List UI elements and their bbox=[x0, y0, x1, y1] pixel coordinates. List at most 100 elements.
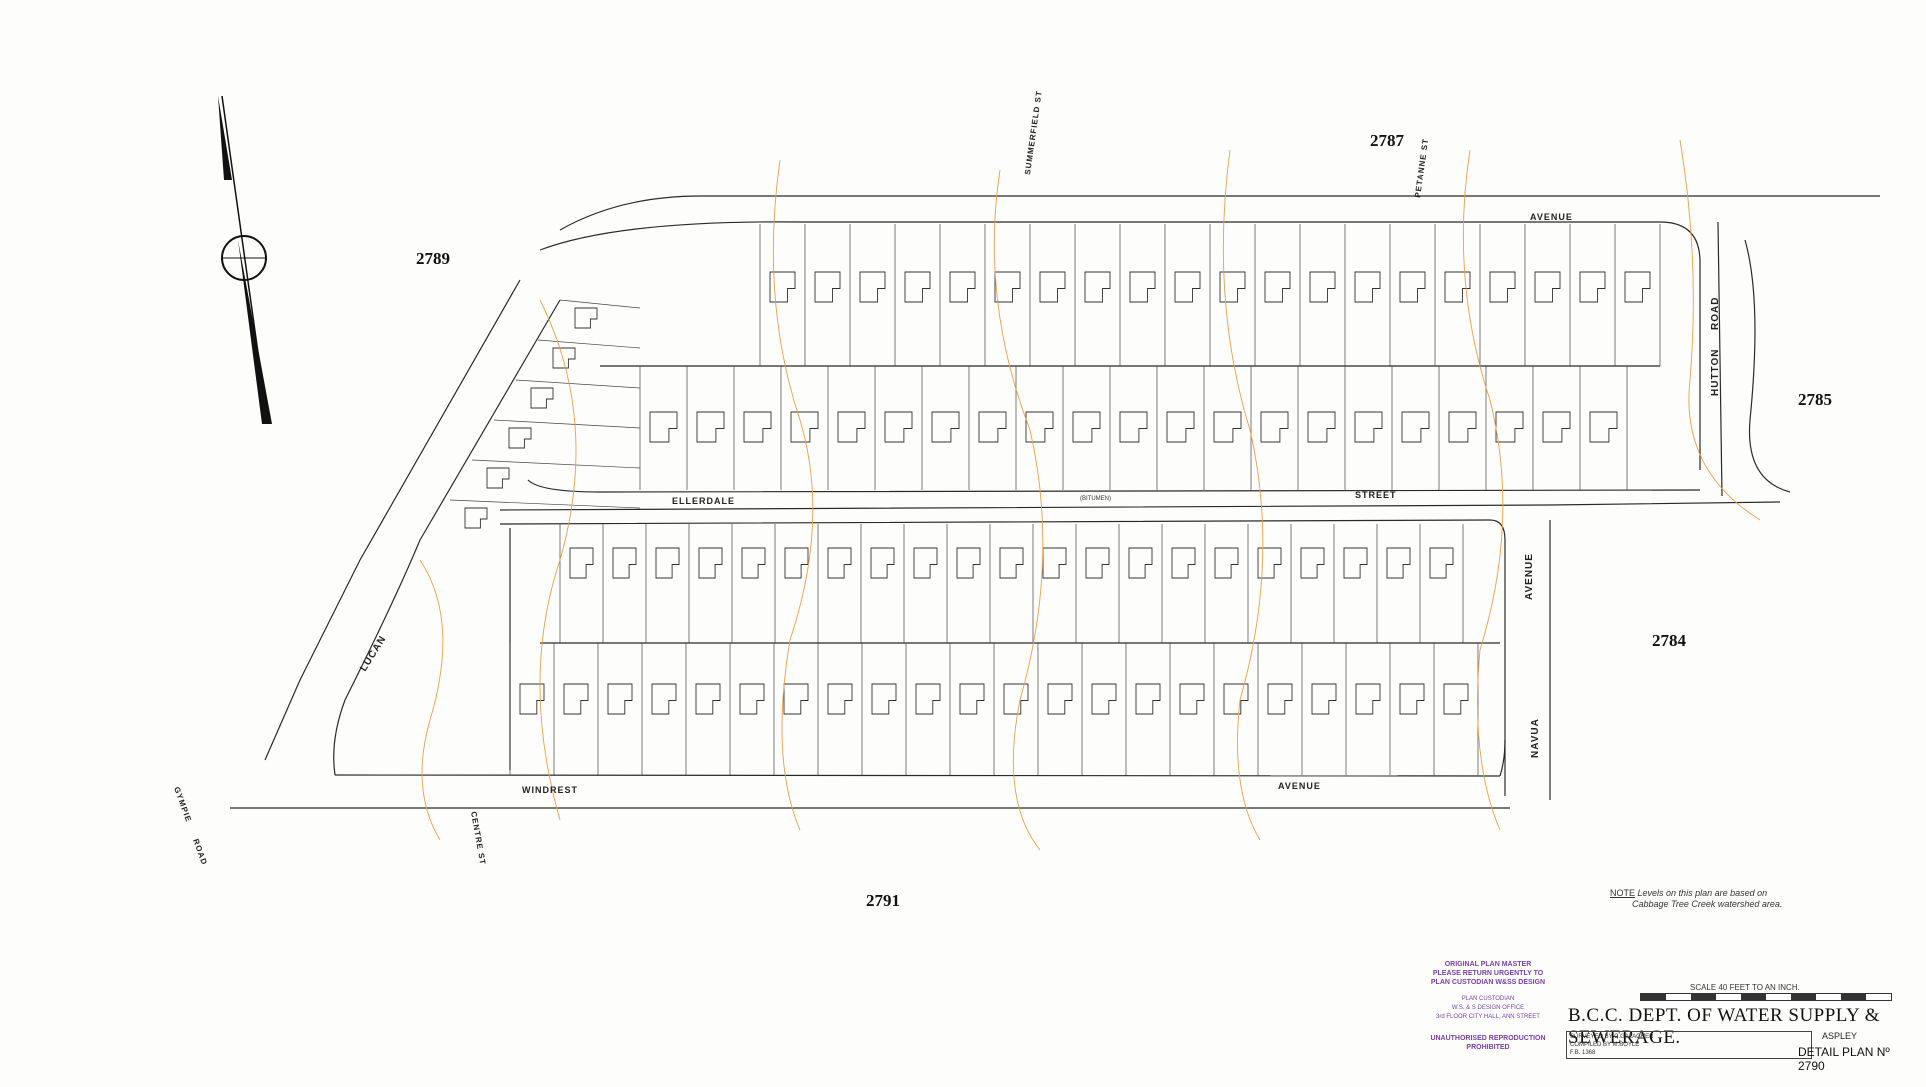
compiled-by: COMPILED BY M.BOYLE bbox=[1570, 1042, 1640, 1048]
house-footprint bbox=[1399, 271, 1426, 303]
house-footprint bbox=[1085, 547, 1110, 579]
surface-label: (BITUMEN) bbox=[1080, 496, 1111, 502]
lot-line bbox=[493, 419, 641, 429]
house-footprint bbox=[1355, 683, 1381, 715]
street-label-avenue-south: AVENUE bbox=[1278, 781, 1321, 791]
street-label-hutton: HUTTON bbox=[1710, 349, 1721, 396]
house-footprint bbox=[1354, 271, 1381, 303]
house-footprint bbox=[1171, 547, 1196, 579]
house-footprint bbox=[1443, 683, 1469, 715]
house-footprint bbox=[530, 387, 554, 409]
house-footprint bbox=[837, 411, 866, 443]
house-footprint bbox=[1213, 411, 1242, 443]
house-footprint bbox=[1084, 271, 1111, 303]
house-footprint bbox=[1257, 547, 1282, 579]
house-footprint bbox=[698, 547, 723, 579]
house-footprint bbox=[508, 427, 532, 449]
title-block: SCALE 40 FEET TO AN INCH. B.C.C. DEPT. O… bbox=[1560, 983, 1910, 1073]
house-footprint bbox=[870, 547, 895, 579]
house-footprint bbox=[574, 307, 598, 329]
house-footprint bbox=[1179, 683, 1205, 715]
house-footprint bbox=[956, 547, 981, 579]
house-footprint bbox=[696, 411, 725, 443]
house-footprint bbox=[1354, 411, 1383, 443]
house-footprint bbox=[814, 271, 841, 303]
stamp-line-1: ORIGINAL PLAN MASTER bbox=[1444, 961, 1532, 968]
house-footprint bbox=[743, 411, 772, 443]
house-footprint bbox=[607, 683, 633, 715]
lot-line bbox=[537, 339, 641, 349]
lot-line bbox=[449, 499, 641, 509]
stamp-line-6: 3rd FLOOR CITY HALL, ANN STREET bbox=[1436, 1014, 1540, 1020]
house-footprint bbox=[884, 411, 913, 443]
street-label-avenue-north: AVENUE bbox=[1530, 212, 1573, 222]
contour-lines bbox=[419, 139, 1761, 851]
house-footprint bbox=[1495, 411, 1524, 443]
lot-boundaries bbox=[449, 224, 1661, 775]
house-footprint bbox=[519, 683, 545, 715]
house-footprint bbox=[1025, 411, 1054, 443]
stamp-line-7: UNAUTHORISED REPRODUCTION PROHIBITED bbox=[1430, 1035, 1546, 1051]
house-footprint bbox=[904, 271, 931, 303]
house-footprint bbox=[1386, 547, 1411, 579]
house-footprint bbox=[783, 683, 809, 715]
house-footprint bbox=[790, 411, 819, 443]
house-footprint bbox=[1042, 547, 1067, 579]
house-footprint bbox=[1264, 271, 1291, 303]
house-footprint bbox=[999, 547, 1024, 579]
scale-bar bbox=[1640, 993, 1892, 1001]
house-footprints bbox=[464, 271, 1651, 715]
levels-note: NOTE Levels on this plan are based on Ca… bbox=[1610, 888, 1782, 910]
house-footprint bbox=[569, 547, 594, 579]
house-footprint bbox=[784, 547, 809, 579]
house-footprint bbox=[859, 271, 886, 303]
house-footprint bbox=[1343, 547, 1368, 579]
adjacent-plan-2784: 2784 bbox=[1652, 631, 1687, 650]
house-footprint bbox=[739, 683, 765, 715]
note-text-1: Levels on this plan are based on bbox=[1637, 888, 1768, 898]
street-label-navua: NAVUA bbox=[1530, 718, 1541, 758]
house-footprint bbox=[651, 683, 677, 715]
house-footprint bbox=[1624, 271, 1651, 303]
house-footprint bbox=[655, 547, 680, 579]
house-footprint bbox=[978, 411, 1007, 443]
field-book: F.B. 1368 bbox=[1570, 1050, 1596, 1056]
house-footprint bbox=[1311, 683, 1337, 715]
road-outlines bbox=[230, 195, 1880, 809]
street-label-gympie: GYMPIE bbox=[172, 786, 193, 824]
house-footprint bbox=[1448, 411, 1477, 443]
house-footprint bbox=[1128, 547, 1153, 579]
stamp-line-5: W.S. & S DESIGN OFFICE bbox=[1451, 1005, 1525, 1011]
house-footprint bbox=[1401, 411, 1430, 443]
house-footprint bbox=[695, 683, 721, 715]
house-footprint bbox=[827, 683, 853, 715]
house-footprint bbox=[1223, 683, 1249, 715]
house-footprint bbox=[1307, 411, 1336, 443]
house-footprint bbox=[1267, 683, 1293, 715]
street-label-lucan: LUCAN bbox=[358, 634, 389, 674]
house-footprint bbox=[931, 411, 960, 443]
detail-plan-number: DETAIL PLAN Nº 2790 bbox=[1798, 1045, 1890, 1073]
street-label-gympie-road: ROAD bbox=[191, 838, 209, 867]
street-label-ellerdale: ELLERDALE bbox=[672, 496, 735, 506]
house-footprint bbox=[1534, 271, 1561, 303]
house-footprint bbox=[994, 271, 1021, 303]
lot-line bbox=[471, 459, 641, 469]
lot-line bbox=[515, 379, 641, 389]
house-footprint bbox=[1091, 683, 1117, 715]
house-footprint bbox=[563, 683, 589, 715]
house-footprint bbox=[1214, 547, 1239, 579]
house-footprint bbox=[612, 547, 637, 579]
note-label: NOTE bbox=[1610, 888, 1636, 898]
house-footprint bbox=[769, 271, 796, 303]
stamp-line-2: PLEASE RETURN URGENTLY TO bbox=[1432, 970, 1544, 977]
surveyed-by: SURVEYED BY C.GALAGHER bbox=[1570, 1034, 1654, 1040]
street-label-navua-avenue: AVENUE bbox=[1524, 553, 1535, 600]
house-footprint bbox=[1129, 271, 1156, 303]
house-footprint bbox=[1444, 271, 1471, 303]
house-footprint bbox=[913, 547, 938, 579]
house-footprint bbox=[1489, 271, 1516, 303]
house-footprint bbox=[1219, 271, 1246, 303]
survey-info: SURVEYED BY C.GALAGHER COMPILED BY M.BOY… bbox=[1566, 1031, 1812, 1059]
